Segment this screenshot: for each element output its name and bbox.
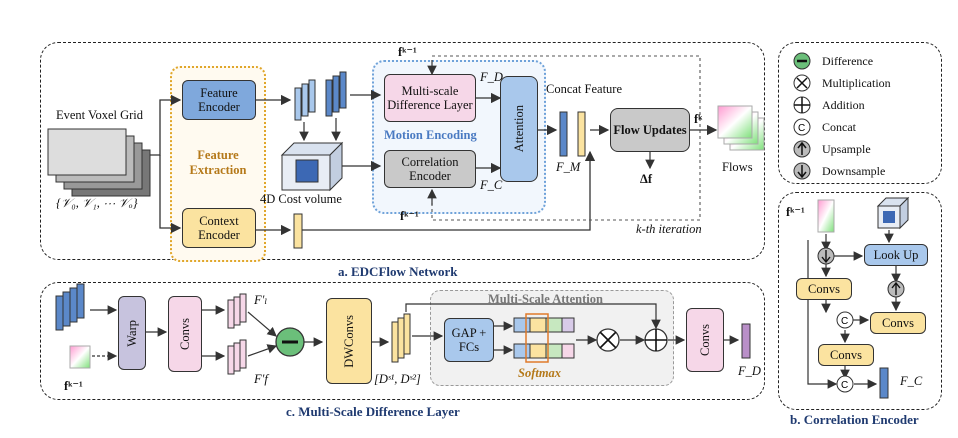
msdl-fk1-label: fᵏ⁻¹ [64, 379, 83, 393]
warp-label: Warp [124, 319, 139, 347]
motion-encoding-label: Motion Encoding [384, 128, 477, 142]
legend-downsample: Downsample [822, 164, 886, 178]
correlation-encoder: Correlation Encoder [384, 150, 476, 188]
feature-encoder: Feature Encoder [182, 80, 256, 120]
corr-convs-1: Convs [796, 278, 852, 300]
ff-label: F′f [254, 372, 268, 386]
corr-fc-map [879, 367, 889, 399]
corr-fk1-label: fᵏ⁻¹ [786, 205, 805, 219]
gap-fcs-box: GAP + FCs [444, 318, 494, 362]
event-voxel-stack [47, 128, 151, 197]
edcflow-frame [40, 42, 765, 260]
attention-block: Attention [500, 76, 538, 182]
msdl-flow-thumb [69, 345, 91, 369]
fk1-top-label: fᵏ⁻¹ [398, 45, 417, 59]
lookup-box: Look Up [864, 244, 928, 266]
fl-label: F′ₗ [254, 293, 268, 307]
legend-frame [778, 42, 942, 184]
legend-addition: Addition [822, 98, 865, 112]
multi-scale-difference-layer: Multi-scale Difference Layer [384, 74, 476, 122]
msdl-out-convs-label: Convs [697, 324, 712, 356]
msdl-convs-box: Convs [168, 296, 202, 372]
warp-box: Warp [118, 296, 146, 370]
corr-cube [876, 196, 910, 230]
softmax-bars [513, 313, 575, 363]
context-map [293, 213, 303, 249]
flows-stack [717, 105, 765, 151]
msdl-caption: c. Multi-Scale Difference Layer [286, 404, 460, 419]
corr-convs-2: Convs [870, 312, 926, 334]
feature-extraction-label: Feature Extraction [189, 148, 247, 177]
fm-label: F_M [556, 160, 581, 174]
flows-label: Flows [722, 160, 753, 174]
ff-maps [227, 339, 247, 375]
delta-f-label: Δf [640, 172, 652, 186]
softmax-label: Softmax [518, 366, 562, 380]
msdl-out-convs-box: Convs [686, 308, 724, 372]
msdl-fd-label: F_D [738, 364, 761, 378]
legend-multiplication: Multiplication [822, 76, 891, 90]
msdl-frame [40, 282, 765, 400]
flow-updates: Flow Updates [610, 108, 690, 152]
context-encoder: Context Encoder [182, 208, 256, 248]
corr-flow-thumb [817, 199, 835, 233]
cost-volume-cube [280, 141, 344, 192]
dwconvs-label: DWConvs [341, 314, 356, 368]
dwconvs-box: DWConvs [326, 298, 372, 384]
cost-volume-label: 4D Cost volume [260, 192, 342, 206]
svg-text:C: C [798, 123, 805, 134]
legend-icons: C [793, 52, 811, 180]
input-sequence: {𝒱₀, 𝒱₁, ⋯ 𝒱ₒ} [56, 196, 138, 210]
kth-iteration-label: k-th iteration [636, 222, 702, 236]
msdl-convs-label: Convs [177, 318, 192, 350]
corr-concat-op-1 [836, 311, 854, 329]
fk-label: fᵏ [694, 112, 703, 126]
attention-label: Attention [511, 105, 526, 153]
concat-feature-label: Concat Feature [546, 82, 623, 96]
msa-title: Multi-Scale Attention [488, 292, 603, 306]
corr-concat-op-2 [836, 375, 854, 393]
ds-label: [Dˢ¹, Dˢ²] [374, 372, 421, 386]
edcflow-caption: a. EDCFlow Network [338, 264, 458, 279]
fc-label: F_C [480, 178, 503, 192]
fd-label: F_D [480, 70, 503, 84]
corr-encoder-frame [778, 192, 942, 410]
fd-map [741, 323, 751, 359]
corr-convs-3: Convs [818, 344, 874, 366]
concat-feature-maps [559, 111, 586, 157]
msdl-input-maps [55, 283, 85, 331]
legend-concat: Concat [822, 120, 856, 134]
svg-text:C: C [841, 380, 848, 391]
corr-encoder-caption: b. Correlation Encoder [790, 412, 919, 427]
fk1-bottom-label: fᵏ⁻¹ [400, 209, 419, 223]
legend-difference: Difference [822, 54, 874, 68]
ds-maps [391, 313, 411, 363]
fl-maps [227, 293, 247, 329]
corr-fc-label: F_C [900, 374, 923, 388]
legend-upsample: Upsample [822, 142, 871, 156]
feature-maps-top [294, 71, 347, 121]
svg-text:C: C [841, 316, 848, 327]
input-label: Event Voxel Grid [56, 108, 144, 122]
